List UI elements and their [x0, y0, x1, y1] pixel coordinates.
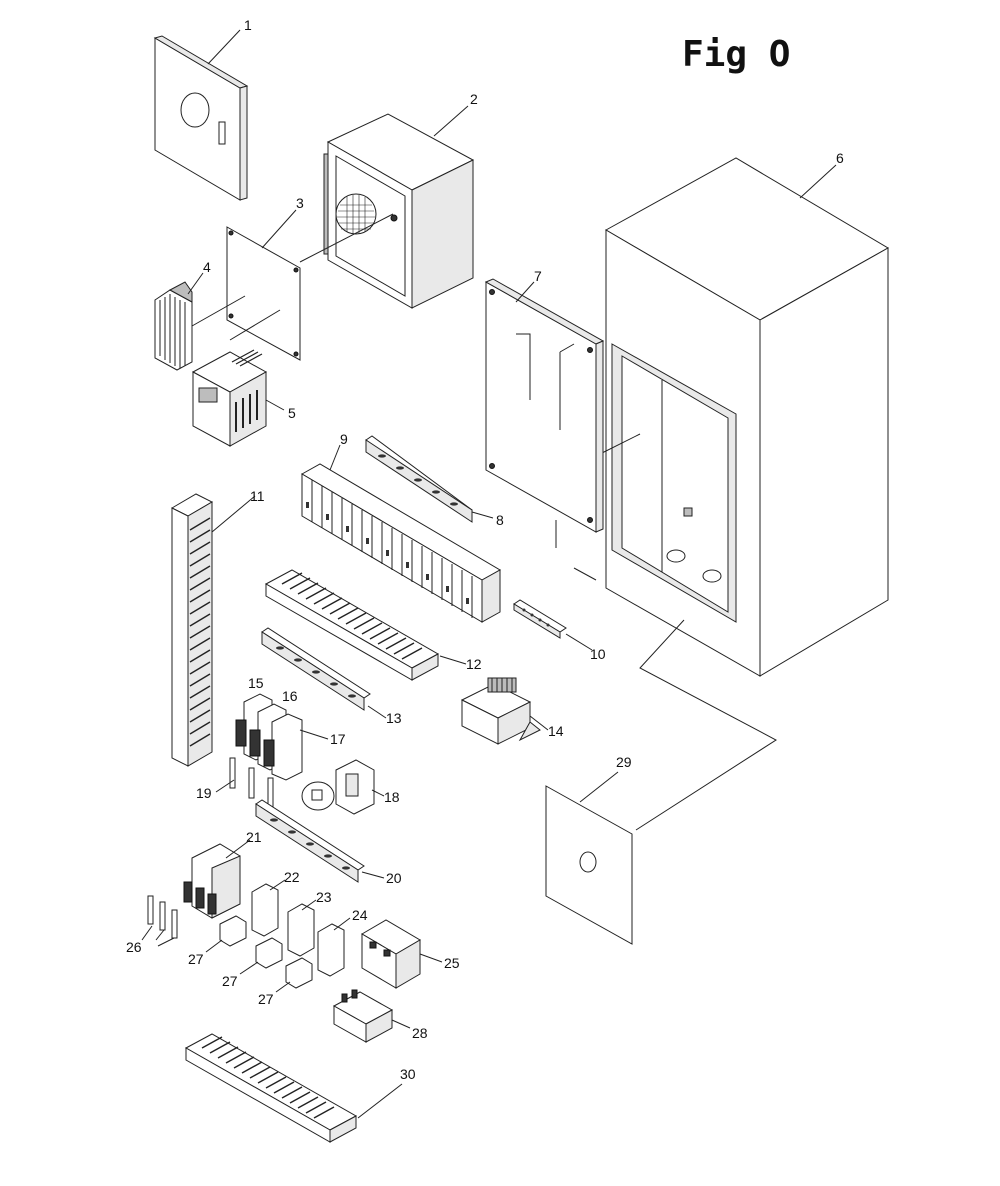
part-3-mounting-plate: [226, 213, 394, 361]
callout-8: 8: [496, 512, 504, 528]
part-10-ground-bar: [513, 599, 567, 639]
part-28-overload-relay: [332, 989, 394, 1043]
callout-30: 30: [400, 1066, 416, 1082]
part-18-drive-unit: [301, 759, 375, 815]
callout-26: 26: [126, 939, 142, 955]
callout-7: 7: [534, 268, 542, 284]
callout-8-9: 9: [340, 431, 348, 447]
callout-3: 3: [296, 195, 304, 211]
callout-29: 29: [616, 754, 632, 770]
callout-6: 6: [836, 150, 844, 166]
callout-23: 23: [316, 889, 332, 905]
part-6-main-cabinet: [599, 157, 890, 831]
part-9-terminal-blocks: [300, 463, 502, 623]
callout-21: 21: [246, 829, 262, 845]
part-4-heat-sink: [154, 281, 281, 371]
part-7-back-plate: [484, 278, 605, 581]
part-25-contactor: [361, 919, 421, 989]
callout-24: 24: [352, 907, 368, 923]
callout-15: 15: [248, 675, 264, 691]
part-11-vertical-wire-duct: [170, 493, 214, 767]
callout-27c: 27: [258, 991, 274, 1007]
callout-2: 2: [470, 91, 478, 107]
part-21-circuit-breaker: [183, 843, 241, 919]
part-14-transformer: [460, 677, 541, 745]
part-12-horizontal-wire-duct: [264, 569, 440, 681]
callout-4: 4: [203, 259, 211, 275]
callout-16: 16: [282, 688, 298, 704]
callout-28: 28: [412, 1025, 428, 1041]
part-27-relays: [219, 915, 313, 989]
callout-27a: 27: [188, 951, 204, 967]
part-8-din-rail: [365, 435, 473, 523]
callout-20: 20: [386, 870, 402, 886]
figure-title: Fig O: [682, 34, 790, 75]
callout-12: 12: [466, 656, 482, 672]
callout-18: 18: [384, 789, 400, 805]
callout-22: 22: [284, 869, 300, 885]
callout-5: 5: [288, 405, 296, 421]
part-5-inverter: [191, 349, 268, 447]
callout-1: 1: [244, 17, 252, 33]
callout-labels: 1 2 3 4 5 6 7 9 8 10 11 12 13 14 15 16 1…: [126, 17, 844, 1082]
callout-17: 17: [330, 731, 346, 747]
part-30-bottom-wire-duct: [184, 1033, 358, 1143]
parts-15-17-relay-modules: [235, 693, 303, 781]
part-26-pins: [147, 895, 178, 939]
part-13-din-rail: [261, 627, 371, 711]
callout-14: 14: [548, 723, 564, 739]
leader-lines: [141, 29, 837, 1119]
callout-13: 13: [386, 710, 402, 726]
callout-10: 10: [590, 646, 606, 662]
part-2-fan-enclosure: [323, 113, 475, 309]
part-1-door-panel: [153, 35, 249, 201]
callout-11: 11: [250, 488, 265, 504]
parts-22-24-relay-sockets: [251, 883, 345, 977]
callout-25: 25: [444, 955, 460, 971]
callout-27b: 27: [222, 973, 238, 989]
part-29-side-panel: [545, 785, 633, 945]
callout-19: 19: [196, 785, 212, 801]
part-20-din-rail: [255, 799, 365, 883]
